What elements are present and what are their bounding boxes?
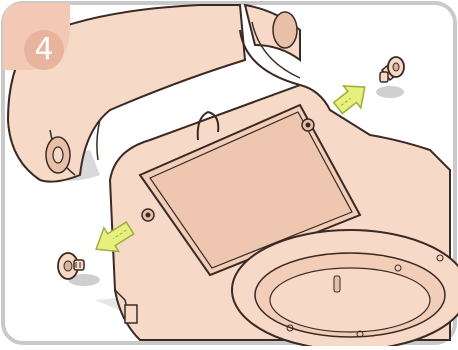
step-number: 4 [24, 30, 64, 70]
face-frame [232, 230, 458, 346]
shadow-right-screw [376, 86, 404, 98]
